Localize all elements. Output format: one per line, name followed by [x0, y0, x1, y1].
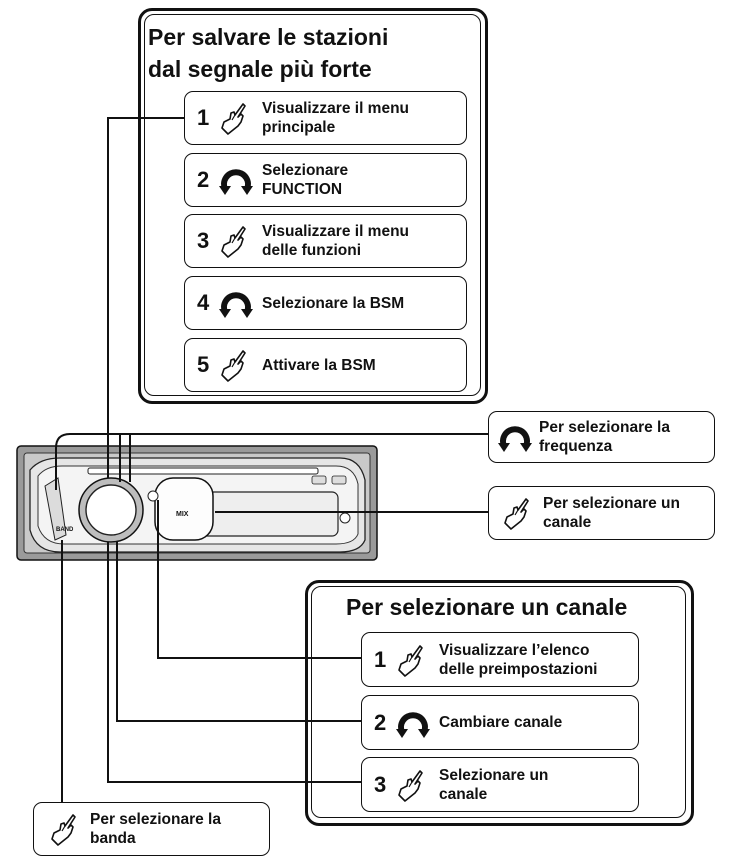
step-label: Visualizzare l’elenco delle preimpostazi… [439, 641, 598, 678]
step-label: Attivare la BSM [262, 356, 376, 374]
callout-band: Per selezionare la banda [33, 802, 270, 856]
step-label: Cambiare canale [439, 714, 563, 731]
channel-step-3: 3 Selezionare un canale [361, 757, 639, 812]
channel-title: Per selezionare un canale [346, 594, 628, 620]
bsm-step-2: 2 Selezionare FUNCTION [184, 153, 467, 207]
channel-panel-inner-border [311, 586, 686, 818]
bsm-step-4: 4 Selezionare la BSM [184, 276, 467, 330]
step-label: Visualizzare il menu delle funzioni [262, 223, 410, 259]
step-number: 1 [374, 646, 387, 672]
car-stereo-faceplate: MIX BAND [16, 445, 378, 561]
step-number: 5 [197, 352, 210, 377]
step-label: Visualizzare il menu principale [262, 100, 410, 136]
callout-label: Per selezionare la banda [90, 811, 221, 847]
bsm-title-line1: Per salvare le stazioni [148, 24, 389, 50]
callout-label: Per selezionare un canale [543, 495, 680, 531]
step-number: 4 [197, 290, 210, 315]
leader-lines [55, 117, 488, 802]
step-label: Selezionare un canale [439, 766, 549, 803]
bsm-title-line2: dal segnale più forte [148, 56, 372, 82]
step-number: 3 [374, 771, 387, 797]
step-number: 3 [197, 228, 210, 253]
step-label: Selezionare FUNCTION [262, 162, 349, 198]
channel-step-1: 1 Visualizzare l’elenco delle preimposta… [361, 632, 639, 687]
bsm-step-3: 3 Visualizzare il menu delle funzioni [184, 214, 467, 268]
step-number: 2 [197, 167, 210, 192]
callout-channel: Per selezionare un canale [488, 486, 715, 540]
band-button-label: BAND [56, 527, 74, 533]
mix-button-label: MIX [176, 511, 189, 518]
bsm-panel-inner-border [144, 14, 481, 396]
bsm-step-1: 1 Visualizzare il menu principale [184, 91, 467, 145]
step-number: 2 [374, 709, 387, 735]
channel-step-2: 2 Cambiare canale [361, 695, 639, 750]
callout-frequency: Per selezionare la frequenza [488, 411, 715, 463]
callout-label: Per selezionare la frequenza [539, 419, 670, 455]
bsm-step-5: 5 Attivare la BSM [184, 338, 467, 392]
step-label: Selezionare la BSM [262, 294, 405, 312]
step-number: 1 [197, 105, 210, 130]
